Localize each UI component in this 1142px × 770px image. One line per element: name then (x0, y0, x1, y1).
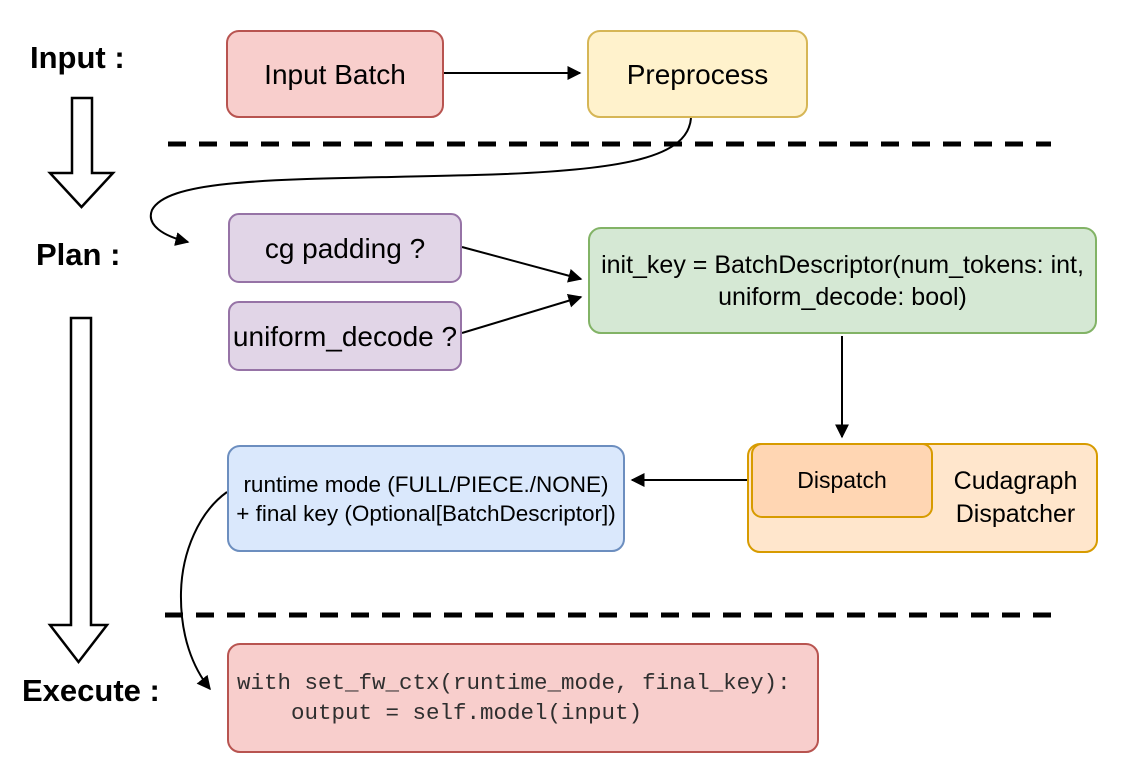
node-cg-padding: cg padding ? (228, 213, 462, 283)
execute-code-line-1: with set_fw_ctx(runtime_mode, final_key)… (237, 670, 791, 696)
execute-code-line-2: output = self.model(input) (237, 700, 643, 726)
cudagraph-dispatcher-label: Cudagraph Dispatcher (933, 443, 1098, 553)
node-preprocess: Preprocess (587, 30, 808, 118)
node-dispatch: Dispatch (751, 443, 933, 518)
arrow-runtime-mode-to-execute-code (179, 491, 228, 691)
arrow-uniform-decode-to-init-key (461, 293, 583, 334)
cudagraph-dispatcher-line-1: Cudagraph (953, 467, 1078, 495)
runtime-mode-line-2: + final key (Optional[BatchDescriptor]) (236, 500, 616, 526)
node-runtime-mode: runtime mode (FULL/PIECE./NONE) + final … (227, 445, 625, 552)
node-init-key: init_key = BatchDescriptor(num_tokens: i… (588, 227, 1097, 334)
init-key-line-1: init_key = BatchDescriptor(num_tokens: i… (601, 250, 1084, 279)
stage-label-execute: Execute : (22, 673, 160, 708)
hollow-down-arrow-input-to-plan-icon (47, 96, 116, 209)
node-uniform-decode: uniform_decode ? (228, 301, 462, 371)
runtime-mode-line-1: runtime mode (FULL/PIECE./NONE) (243, 471, 609, 497)
node-input-batch: Input Batch (226, 30, 444, 118)
init-key-line-2: uniform_decode: bool) (718, 282, 967, 311)
node-execute-code: with set_fw_ctx(runtime_mode, final_key)… (227, 643, 819, 753)
arrow-cg-padding-to-init-key (461, 246, 583, 283)
cudagraph-dispatcher-line-2: Dispatcher (955, 500, 1076, 528)
stage-label-input: Input : (30, 40, 125, 75)
hollow-down-arrow-plan-to-execute-icon (47, 316, 110, 665)
stage-label-plan: Plan : (36, 237, 121, 272)
